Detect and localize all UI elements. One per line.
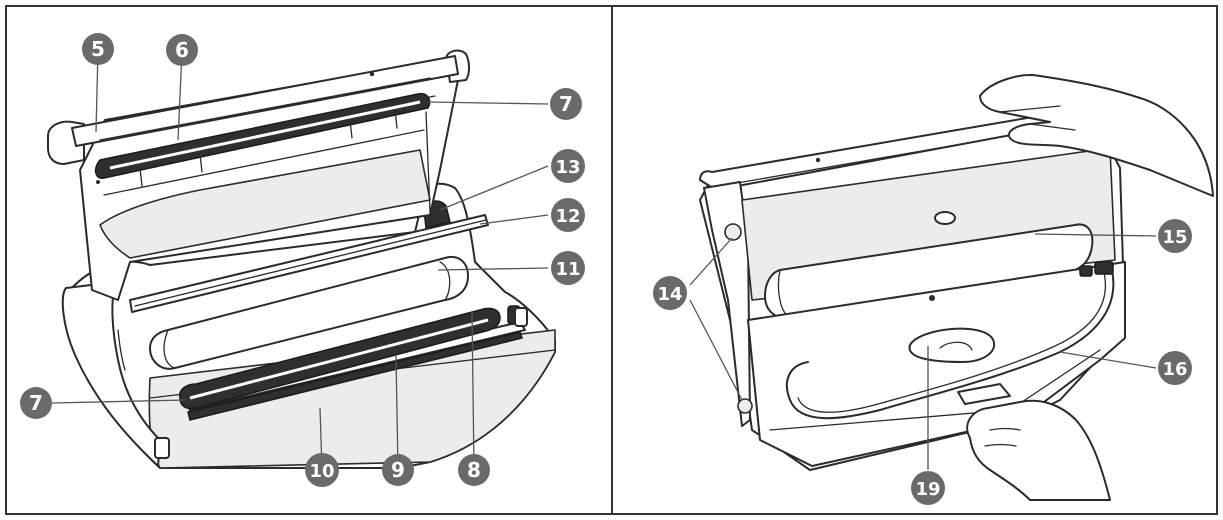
- callout-label: 8: [467, 458, 481, 482]
- callout-label: 5: [91, 37, 105, 61]
- callout-label: 12: [555, 206, 580, 227]
- callout-label: 13: [555, 157, 580, 178]
- right-panel-illustration: [699, 74, 1214, 501]
- left-callouts: 5 6 7 13 12 11 7 10: [20, 33, 585, 487]
- callout-7-bottom: 7: [20, 387, 52, 419]
- callout-11: 11: [551, 251, 585, 285]
- callout-5: 5: [82, 33, 114, 65]
- callout-8: 8: [458, 454, 490, 486]
- callout-16: 16: [1158, 351, 1192, 385]
- right-callouts: 15 14 16 19: [653, 219, 1192, 505]
- callout-12: 12: [551, 198, 585, 232]
- callout-label: 10: [309, 461, 334, 482]
- callout-15: 15: [1158, 219, 1192, 253]
- callout-label: 16: [1162, 359, 1187, 380]
- callout-label: 7: [559, 92, 573, 116]
- callout-6: 6: [166, 34, 198, 66]
- callout-label: 15: [1162, 227, 1187, 248]
- callout-label: 9: [391, 458, 405, 482]
- callout-label: 6: [175, 38, 189, 62]
- callout-label: 11: [555, 259, 580, 280]
- callout-7-top: 7: [550, 88, 582, 120]
- callout-10: 10: [305, 453, 339, 487]
- callout-9: 9: [382, 454, 414, 486]
- left-panel-illustration: [47, 49, 556, 469]
- callout-13: 13: [551, 149, 585, 183]
- callout-19: 19: [911, 471, 945, 505]
- callout-label: 7: [29, 391, 43, 415]
- callout-label: 14: [657, 284, 682, 305]
- callout-label: 19: [915, 479, 940, 500]
- callout-14: 14: [653, 276, 687, 310]
